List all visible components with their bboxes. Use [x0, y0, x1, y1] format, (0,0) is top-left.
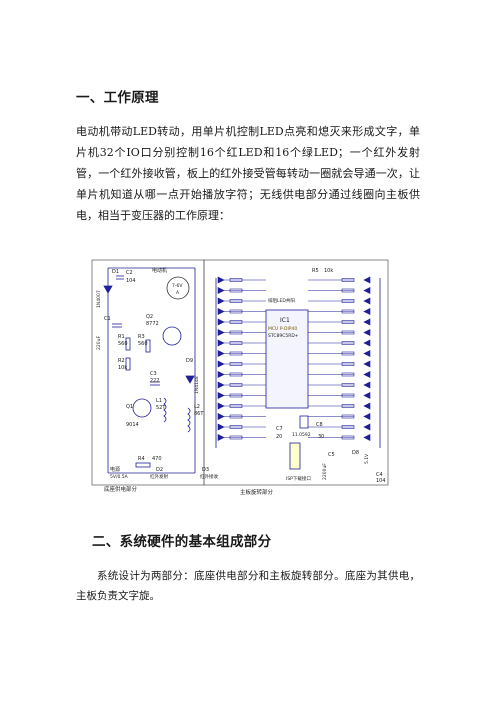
led-symbol	[217, 318, 225, 326]
label-c7: C7	[276, 426, 283, 432]
label-ic-part2: STC89C5RD+	[268, 333, 299, 339]
label-r3: R3	[138, 334, 145, 340]
paragraph-hardware-composition: 系统设计为两部分：底座供电部分和主板旋转部分。底座为其供电，主板负责文字旋。	[76, 570, 420, 602]
label-c8-val: 30	[318, 434, 324, 440]
label-l1-val: 52T	[156, 405, 166, 411]
heading-working-principle: 一、工作原理	[76, 90, 159, 106]
label-d2-desc: 红外发射	[150, 473, 168, 480]
led-symbol	[217, 339, 225, 347]
led-symbol	[217, 350, 225, 357]
label-c8: C8	[316, 422, 323, 428]
label-c1: C1	[104, 316, 111, 322]
led-symbol	[217, 297, 225, 305]
label-top: 排阻LED共阳	[268, 297, 295, 304]
led-symbol	[217, 434, 225, 441]
led-symbol	[363, 297, 371, 305]
led-symbol	[363, 318, 371, 326]
label-motor: 电动机	[152, 267, 167, 274]
led-symbol	[217, 392, 225, 399]
label-d9-part: 1N4148	[194, 376, 200, 394]
label-motor-a: A	[176, 290, 180, 296]
label-r2: R2	[118, 358, 125, 364]
label-d3-desc: 红外接收	[200, 473, 218, 480]
label-r3-val: 560	[138, 341, 148, 347]
led-symbol	[363, 329, 371, 336]
led-symbol	[363, 381, 371, 389]
label-q1-part: 9014	[126, 422, 139, 428]
label-c3: C3	[150, 371, 157, 377]
paragraph-working-principle: 电动机带动LED转动，用单片机控制LED点亮和熄灭来形成文字，单片机32个IO口…	[76, 125, 420, 222]
label-c2-val: 104	[126, 278, 136, 284]
label-c2: C2	[126, 270, 133, 276]
label-isp: ISP下载接口	[286, 475, 311, 482]
led-symbol	[363, 402, 371, 410]
led-symbol	[217, 381, 225, 389]
label-d8: D8	[352, 450, 359, 456]
label-ic-part1: MCU P-DIP40	[268, 326, 297, 332]
led-symbol	[217, 276, 225, 284]
led-symbol	[217, 287, 225, 294]
label-c5: C5	[328, 452, 335, 458]
label-l2-val: 86T	[194, 411, 204, 417]
label-d1-part: 1N4007	[96, 290, 102, 308]
led-symbol	[217, 423, 225, 431]
label-r4-val: 470	[152, 456, 162, 462]
label-r2-val: 10k	[118, 365, 127, 371]
label-c5-val: 2200uF	[322, 463, 328, 480]
label-power-val: 5V/0.5A	[110, 474, 129, 480]
led-symbol	[363, 276, 371, 284]
label-c4: C4	[376, 472, 383, 478]
label-l2: L2	[194, 404, 200, 410]
label-r5-val: 10k	[324, 268, 333, 274]
label-q1: Q1	[126, 404, 133, 410]
led-symbol	[363, 287, 371, 294]
label-crystal: 11.0592	[292, 432, 311, 438]
label-r5: R5	[312, 268, 319, 274]
label-c4-val: 104	[376, 478, 386, 484]
led-symbol	[363, 423, 371, 431]
led-symbol	[217, 308, 225, 315]
led-symbol	[363, 413, 371, 420]
label-d2: D2	[156, 467, 163, 473]
label-d8-val: 5.1V	[364, 453, 370, 464]
label-d9: D9	[186, 358, 193, 364]
led-symbol	[217, 371, 225, 378]
led-symbol	[363, 339, 371, 347]
label-main-section: 主板旋转部分	[240, 488, 274, 496]
label-c3-val: 222	[150, 378, 160, 384]
led-symbol	[363, 371, 371, 378]
led-symbol	[217, 402, 225, 410]
label-r1-val: 560	[118, 341, 128, 347]
label-power: 电源	[110, 466, 120, 473]
circuit-schematic: D1 1N4007 C2 104 电动机 7-6V A C1 220uF R1 …	[91, 259, 389, 496]
label-q2: Q2	[146, 314, 153, 320]
label-c1-val: 220uF	[96, 336, 102, 350]
led-symbol	[363, 360, 371, 368]
label-d1: D1	[112, 269, 119, 275]
label-r1: R1	[118, 334, 125, 340]
led-symbol	[217, 329, 225, 336]
label-q2-part: 8772	[146, 321, 159, 327]
label-motor-v: 7-6V	[172, 283, 183, 289]
label-ic: IC1	[280, 317, 290, 324]
led-symbol	[217, 360, 225, 368]
led-symbol	[363, 350, 371, 357]
heading-hardware-composition: 二、系统硬件的基本组成部分	[92, 534, 272, 550]
led-symbol	[363, 392, 371, 399]
led-symbol	[363, 434, 371, 441]
label-d3: D3	[202, 467, 209, 473]
label-r4: R4	[138, 456, 145, 462]
led-symbol	[363, 308, 371, 315]
label-l1: L1	[156, 398, 162, 404]
label-c7-val: 20	[276, 434, 282, 440]
label-base-section: 底座供电部分	[104, 485, 138, 493]
led-symbol	[217, 413, 225, 420]
